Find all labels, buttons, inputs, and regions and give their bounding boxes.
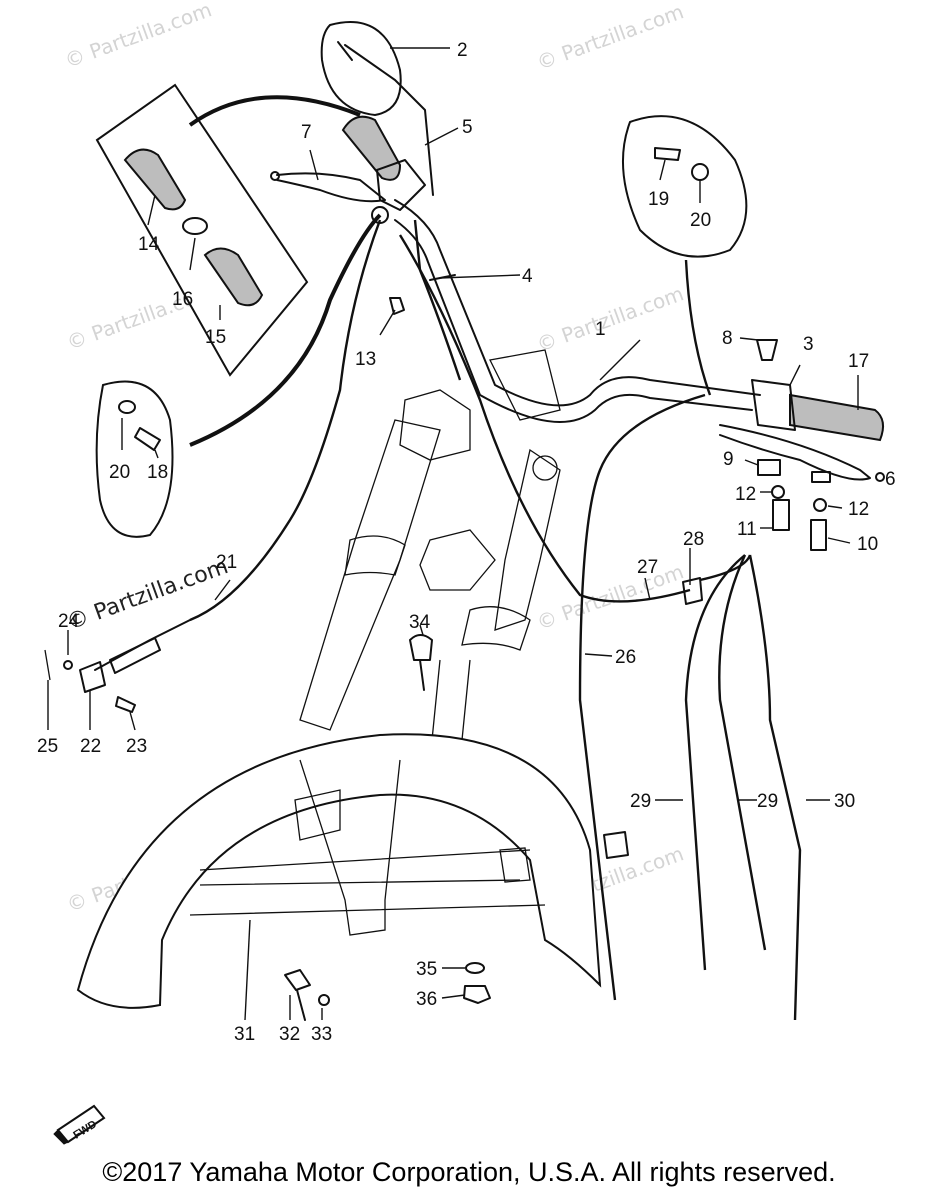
part-label-28: 28 <box>683 529 704 550</box>
part-label-26: 26 <box>615 647 636 668</box>
forward-direction-icon: FWD <box>53 1104 106 1145</box>
inset-grip-parts <box>95 83 309 377</box>
part-label-36: 36 <box>416 989 437 1010</box>
front-fender <box>76 733 602 1009</box>
copyright-notice: ©2017 Yamaha Motor Corporation, U.S.A. A… <box>102 1157 836 1187</box>
right-grip-assembly <box>719 339 885 551</box>
part-label-8: 8 <box>722 328 733 349</box>
part-label-29b: 29 <box>757 791 778 812</box>
part-label-31: 31 <box>234 1024 255 1045</box>
part-label-19: 19 <box>648 189 669 210</box>
leader-lines <box>47 47 859 1021</box>
part-label-15: 15 <box>205 327 226 348</box>
small-fasteners <box>284 274 491 1021</box>
part-labels: 1 2 3 4 5 6 7 8 9 10 11 12 12 13 14 15 1… <box>37 40 896 1045</box>
part-label-12b: 12 <box>848 499 869 520</box>
watermark: © Partzilla.com <box>534 281 687 356</box>
inset-right-mirror-bolt <box>621 115 748 258</box>
part-label-20a: 20 <box>690 210 711 231</box>
part-label-18: 18 <box>147 462 168 483</box>
part-label-11: 11 <box>737 519 757 540</box>
part-label-6: 6 <box>885 469 896 490</box>
watermark-prominent: © Partzilla.com <box>64 554 232 636</box>
cables <box>188 95 802 1021</box>
part-label-5: 5 <box>462 117 473 138</box>
part-label-3: 3 <box>803 334 814 355</box>
front-fork-assembly <box>299 349 561 761</box>
watermark: © Partzilla.com <box>62 0 215 73</box>
part-label-35: 35 <box>416 959 437 980</box>
part-label-34: 34 <box>409 612 431 633</box>
part-label-4: 4 <box>522 266 533 287</box>
part-label-21: 21 <box>216 552 237 573</box>
part-label-9: 9 <box>723 449 734 470</box>
part-label-17: 17 <box>848 351 869 372</box>
inset-left-mirror-bolt <box>95 380 174 538</box>
handlebar <box>394 199 761 423</box>
part-label-13: 13 <box>355 349 376 370</box>
part-label-32: 32 <box>279 1024 300 1045</box>
part-label-22: 22 <box>80 736 101 757</box>
part-label-14: 14 <box>138 234 160 255</box>
brake-cable-end <box>44 619 191 713</box>
part-label-12a: 12 <box>735 484 756 505</box>
part-label-20b: 20 <box>109 462 130 483</box>
left-grip-assembly <box>270 115 426 224</box>
part-label-7: 7 <box>301 122 312 143</box>
part-label-25: 25 <box>37 736 58 757</box>
left-mirror-assembly <box>320 21 434 196</box>
part-label-30: 30 <box>834 791 855 812</box>
part-label-1: 1 <box>595 319 606 340</box>
part-label-24: 24 <box>58 611 80 632</box>
part-label-10: 10 <box>857 534 878 555</box>
part-label-2: 2 <box>457 40 468 61</box>
part-label-27: 27 <box>637 557 658 578</box>
part-label-23: 23 <box>126 736 147 757</box>
part-label-29a: 29 <box>630 791 651 812</box>
watermark: © Partzilla.com <box>534 0 687 75</box>
part-label-16: 16 <box>172 289 193 310</box>
part-label-33: 33 <box>311 1024 332 1045</box>
